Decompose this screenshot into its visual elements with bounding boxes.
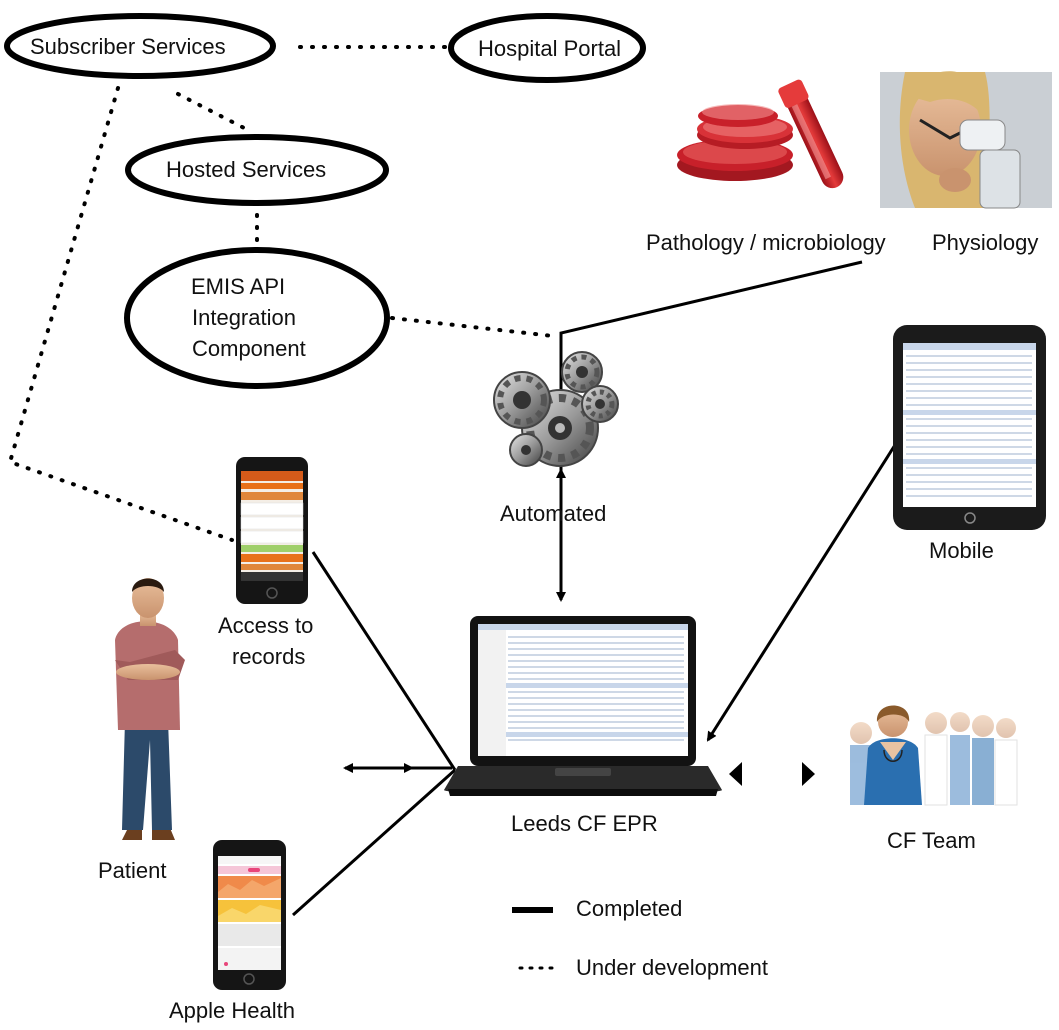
emis-api-line-3: Component <box>192 336 306 361</box>
link-apple-epr <box>291 768 457 917</box>
arrowhead-right-cfteam <box>802 762 815 786</box>
pathology-label: Pathology / microbiology <box>646 230 886 255</box>
hospital-portal-node <box>448 13 646 83</box>
leeds-epr-label: Leeds CF EPR <box>511 811 658 836</box>
laptop-device <box>444 616 722 796</box>
emis-api-line-2: Integration <box>192 305 296 330</box>
phone-apple-health <box>213 840 286 990</box>
dotted-links <box>7 45 555 542</box>
cf-team-label: CF Team <box>887 828 976 853</box>
emis-api-line-1: EMIS API <box>191 274 286 299</box>
link-subscriber-hosted <box>176 92 250 132</box>
access-records-line-2: records <box>232 644 306 669</box>
physiology-label: Physiology <box>932 230 1039 255</box>
apple-health-label: Apple Health <box>169 998 295 1023</box>
hosted-services-label: Hosted Services <box>166 157 327 182</box>
pathology-image <box>677 79 844 189</box>
patient-figure <box>115 578 185 840</box>
phone-access-records <box>236 457 308 604</box>
patient-label: Patient <box>98 858 167 883</box>
legend <box>512 907 554 970</box>
gear-right <box>581 385 619 423</box>
link-mobile-epr <box>706 444 897 742</box>
cf-team-image <box>850 705 1018 806</box>
gear-left <box>493 371 551 429</box>
mobile-label: Mobile <box>929 538 994 563</box>
hospital-portal-label: Hospital Portal <box>478 36 622 61</box>
subscriber-services-node <box>4 13 276 79</box>
link-physiology-epr <box>556 260 863 602</box>
access-records-line-1: Access to <box>218 613 314 638</box>
hosted-services-node <box>125 134 389 206</box>
physiology-image <box>880 71 1052 209</box>
arrowhead-left-cfteam <box>729 762 742 786</box>
subscriber-services-label: Subscriber Services <box>30 34 226 59</box>
automated-label: Automated <box>500 501 607 526</box>
solid-links <box>291 260 897 917</box>
gear-small-top <box>561 351 603 393</box>
tablet-device <box>893 325 1046 530</box>
link-access-epr <box>311 551 457 771</box>
gears-image <box>493 351 619 467</box>
legend-under-development-label: Under development <box>576 955 769 980</box>
emis-api-node <box>124 247 390 389</box>
legend-completed-label: Completed <box>576 896 683 921</box>
gear-bottom <box>509 433 543 467</box>
link-emis-automated <box>390 316 555 338</box>
